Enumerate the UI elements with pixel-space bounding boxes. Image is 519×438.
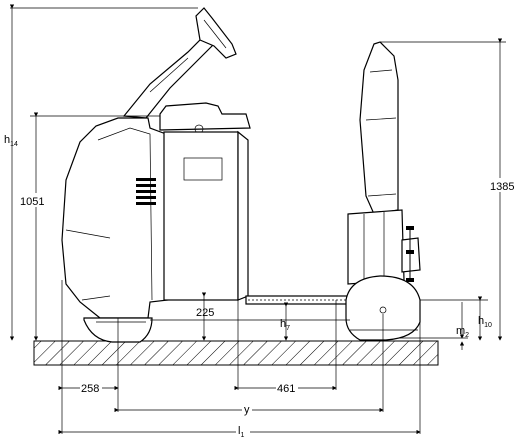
label-258: 258 xyxy=(81,383,99,395)
vent-grille xyxy=(136,178,156,205)
chassis-frame xyxy=(245,295,355,305)
ground-hatch xyxy=(33,340,439,366)
label-461: 461 xyxy=(277,383,295,395)
label-1385: 1385 xyxy=(490,181,514,193)
label-y: y xyxy=(244,404,250,416)
dimension-labels: h14 1051 1385 225 h7 h10 m2 258 461 y l1 xyxy=(4,134,516,438)
tractor-front-body xyxy=(61,7,251,343)
label-m2: m2 xyxy=(456,325,469,339)
tractor-rear-body xyxy=(345,41,421,341)
label-h14: h14 xyxy=(4,134,18,148)
label-h10: h10 xyxy=(478,315,492,329)
label-1051: 1051 xyxy=(20,196,44,208)
label-l1: l1 xyxy=(238,425,244,438)
label-225: 225 xyxy=(196,307,214,319)
label-h7: h7 xyxy=(280,318,290,332)
